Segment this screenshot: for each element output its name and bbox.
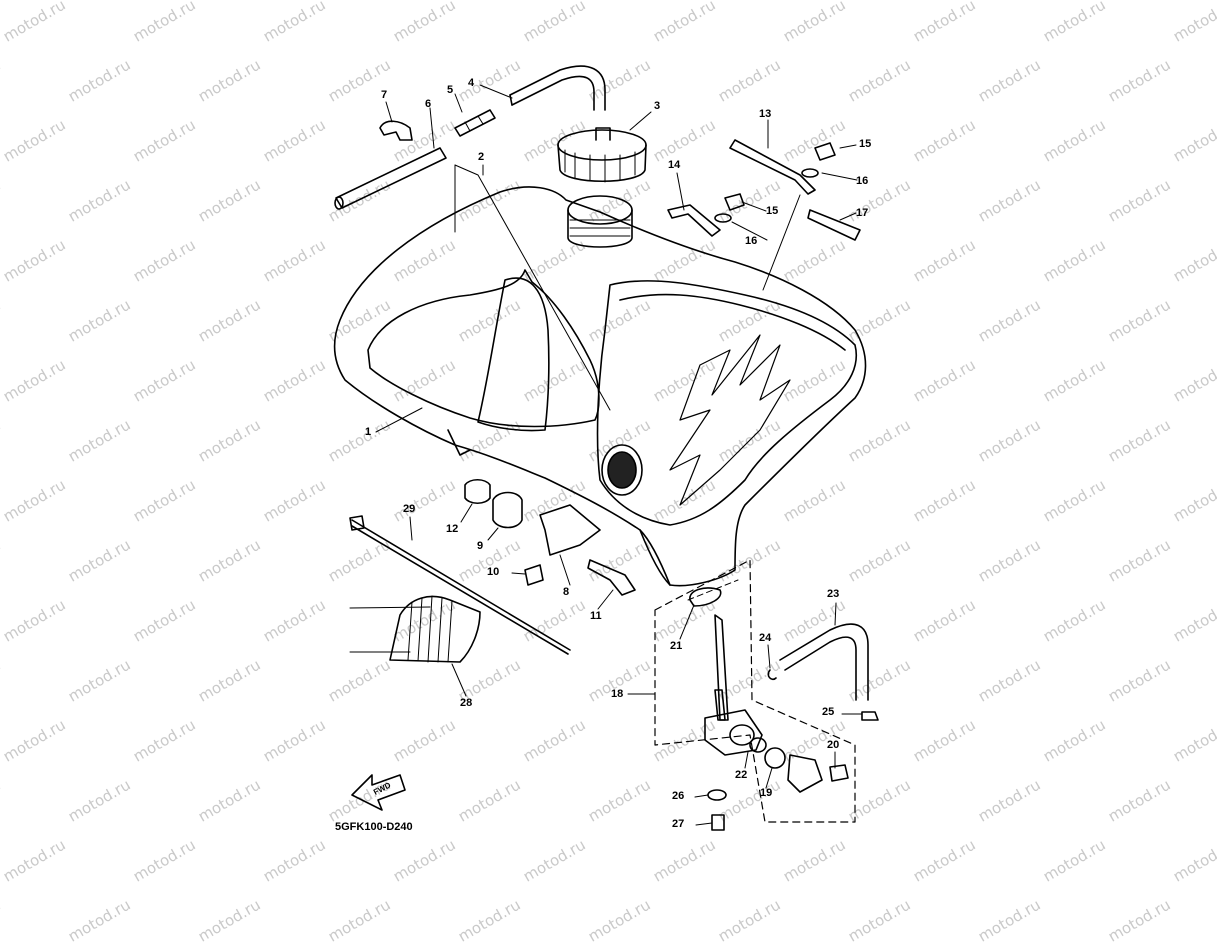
callout-2: 2 xyxy=(478,151,485,163)
stay-brackets xyxy=(667,139,861,241)
callout-25: 25 xyxy=(822,706,835,718)
callout-16b: 16 xyxy=(745,235,758,247)
fuel-hose xyxy=(767,623,879,721)
callout-20: 20 xyxy=(827,739,840,751)
callout-7: 7 xyxy=(381,89,388,101)
fuel-cock-assembly xyxy=(654,559,856,831)
callout-23: 23 xyxy=(827,588,840,600)
callout-27: 27 xyxy=(672,818,685,830)
breather-hose xyxy=(509,65,606,111)
callout-22: 22 xyxy=(735,769,748,781)
fwd-arrow xyxy=(351,774,406,811)
callout-19: 19 xyxy=(760,787,773,799)
tie-strap xyxy=(349,515,571,655)
callout-29: 29 xyxy=(403,503,416,515)
diagram-drawing xyxy=(333,65,879,831)
callout-28: 28 xyxy=(460,697,473,709)
callout-24: 24 xyxy=(759,632,772,644)
callout-15a: 15 xyxy=(859,138,872,150)
callout-26: 26 xyxy=(672,790,685,802)
callout-17: 17 xyxy=(856,207,869,219)
callout-10: 10 xyxy=(487,566,500,578)
callout-5: 5 xyxy=(447,84,454,96)
protector-boot xyxy=(349,595,481,663)
fuel-tank xyxy=(333,164,867,587)
callout-21: 21 xyxy=(670,640,683,652)
callout-14: 14 xyxy=(668,159,681,171)
callout-11: 11 xyxy=(590,610,602,622)
hose-clip xyxy=(379,120,413,141)
mount-parts xyxy=(464,478,636,596)
leader-lines xyxy=(375,84,863,826)
callout-13: 13 xyxy=(759,108,772,120)
callout-9: 9 xyxy=(477,540,484,552)
fuel-cap xyxy=(557,127,647,183)
callout-3: 3 xyxy=(654,100,661,112)
callout-6: 6 xyxy=(425,98,432,110)
callout-12: 12 xyxy=(446,523,459,535)
vent-hose xyxy=(334,147,447,210)
callout-1: 1 xyxy=(365,426,372,438)
diagram-code: 5GFK100-D240 xyxy=(335,821,413,833)
hose-joint xyxy=(454,109,496,137)
callout-16a: 16 xyxy=(856,175,869,187)
callout-4: 4 xyxy=(468,77,475,89)
callout-18: 18 xyxy=(611,688,624,700)
callout-8: 8 xyxy=(563,586,570,598)
callout-15b: 15 xyxy=(766,205,779,217)
bolts-and-washers xyxy=(714,142,836,223)
